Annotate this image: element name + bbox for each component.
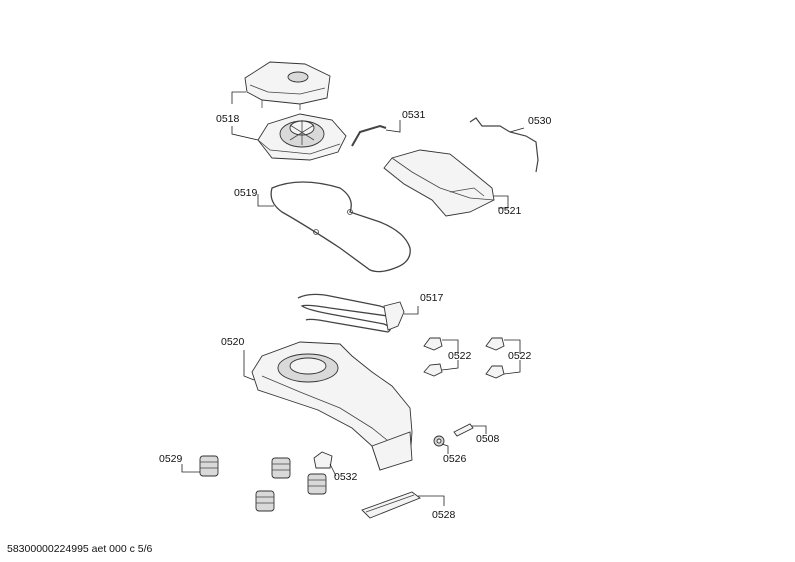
callout-0522-right[interactable]: 0522 xyxy=(508,350,532,362)
callout-0528[interactable]: 0528 xyxy=(432,509,456,521)
part-0529-foot-4[interactable] xyxy=(307,473,327,495)
part-0522-thermostat-2[interactable] xyxy=(423,363,443,377)
part-0529-foot-3[interactable] xyxy=(255,490,275,512)
callout-0526[interactable]: 0526 xyxy=(443,453,467,465)
callout-0531[interactable]: 0531 xyxy=(402,109,426,121)
callout-0530[interactable]: 0530 xyxy=(528,115,552,127)
callout-0529[interactable]: 0529 xyxy=(159,453,183,465)
part-0531-bracket[interactable] xyxy=(351,124,387,147)
part-0517-heater[interactable] xyxy=(297,293,405,333)
callout-0508[interactable]: 0508 xyxy=(476,433,500,445)
callout-0518[interactable]: 0518 xyxy=(216,113,240,125)
callout-0532[interactable]: 0532 xyxy=(334,471,358,483)
part-0522-thermostat-3[interactable] xyxy=(485,337,505,351)
part-0522-thermostat-1[interactable] xyxy=(423,337,443,351)
part-0532-cap[interactable] xyxy=(313,451,333,469)
part-0518-fan-motor[interactable] xyxy=(257,113,347,161)
part-0521-air-duct[interactable] xyxy=(383,149,495,217)
part-0529-foot-1[interactable] xyxy=(199,455,219,477)
part-0528-tray[interactable] xyxy=(361,491,421,519)
callout-0520[interactable]: 0520 xyxy=(221,336,245,348)
part-0522-thermostat-4[interactable] xyxy=(485,365,505,379)
part-0519-gasket[interactable] xyxy=(270,181,411,273)
part-0529-foot-2[interactable] xyxy=(271,457,291,479)
part-0520-housing[interactable] xyxy=(251,341,413,471)
leader-lines xyxy=(181,91,525,506)
callout-0519[interactable]: 0519 xyxy=(234,187,258,199)
callout-0517[interactable]: 0517 xyxy=(420,292,444,304)
callout-labels: 0518 0531 0530 0519 0521 0517 0520 0522 … xyxy=(159,109,552,521)
callout-0521[interactable]: 0521 xyxy=(498,205,522,217)
part-0518-fan-cover[interactable] xyxy=(244,61,331,110)
callout-0522-left[interactable]: 0522 xyxy=(448,350,472,362)
part-0508-sensor[interactable] xyxy=(453,423,474,437)
part-0526-grommet[interactable] xyxy=(433,435,445,447)
document-footer: 58300000224995 aet 000 c 5/6 xyxy=(7,543,153,555)
